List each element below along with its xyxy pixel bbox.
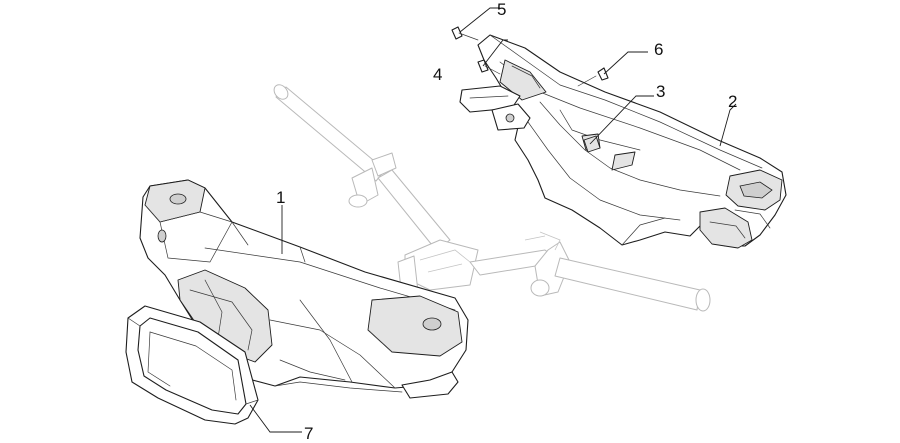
callout-7: 7 bbox=[304, 424, 313, 443]
front-handlebar-cover bbox=[139, 179, 469, 399]
handlebar-tube bbox=[273, 84, 711, 312]
callout-2: 2 bbox=[728, 92, 737, 111]
callout-6: 6 bbox=[654, 40, 663, 59]
clip-part-3 bbox=[583, 135, 601, 153]
headlight-lens bbox=[125, 305, 259, 425]
callout-3: 3 bbox=[656, 82, 665, 101]
leader-lines bbox=[249, 7, 737, 433]
callout-1: 1 bbox=[276, 188, 285, 207]
callout-5: 5 bbox=[497, 0, 506, 19]
screw-part-5 bbox=[451, 26, 479, 41]
screw-part-6 bbox=[577, 67, 609, 87]
callout-labels: 1 2 3 4 5 6 7 bbox=[276, 0, 737, 443]
rear-handlebar-cover bbox=[459, 34, 787, 249]
callout-4: 4 bbox=[433, 65, 442, 84]
